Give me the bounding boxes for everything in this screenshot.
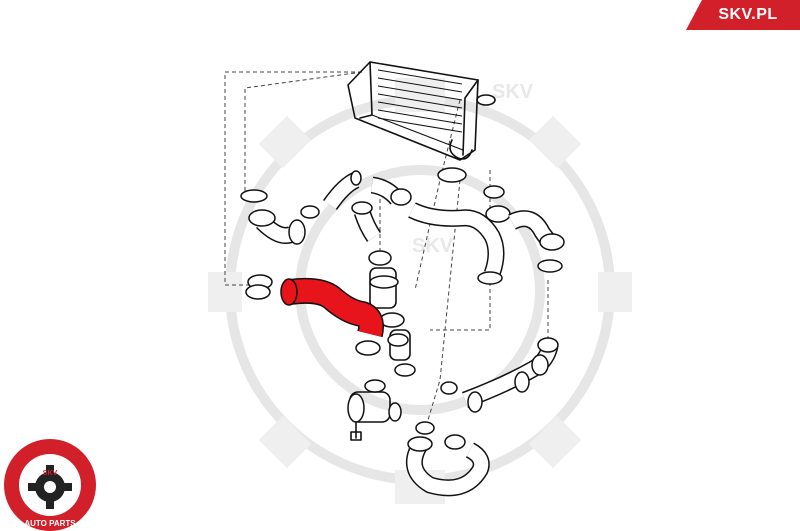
watermark-text-2: SKV <box>412 235 454 257</box>
logo-center-text: SKV <box>43 470 58 477</box>
center-connector <box>351 201 416 377</box>
right-upper-hose <box>408 185 565 285</box>
brand-name: SKV.PL <box>718 6 778 23</box>
lower-right-hose <box>440 337 559 413</box>
hose-clamp <box>240 189 268 203</box>
skv-auto-parts-logo: SKV AUTO PARTS <box>4 439 96 531</box>
throttle-body <box>347 379 402 441</box>
left-upper-hose <box>240 170 412 245</box>
logo-ring-text-bottom: AUTO PARTS <box>24 519 76 528</box>
gear-watermark: SKV SKV <box>208 78 632 504</box>
brand-badge: SKV.PL <box>686 0 800 30</box>
bottom-u-hose <box>405 421 490 497</box>
watermark-text-1: SKV <box>492 81 534 103</box>
intercooler <box>347 61 496 183</box>
intercooler-fins <box>377 69 463 133</box>
charge-air-hose-highlighted <box>245 274 384 356</box>
